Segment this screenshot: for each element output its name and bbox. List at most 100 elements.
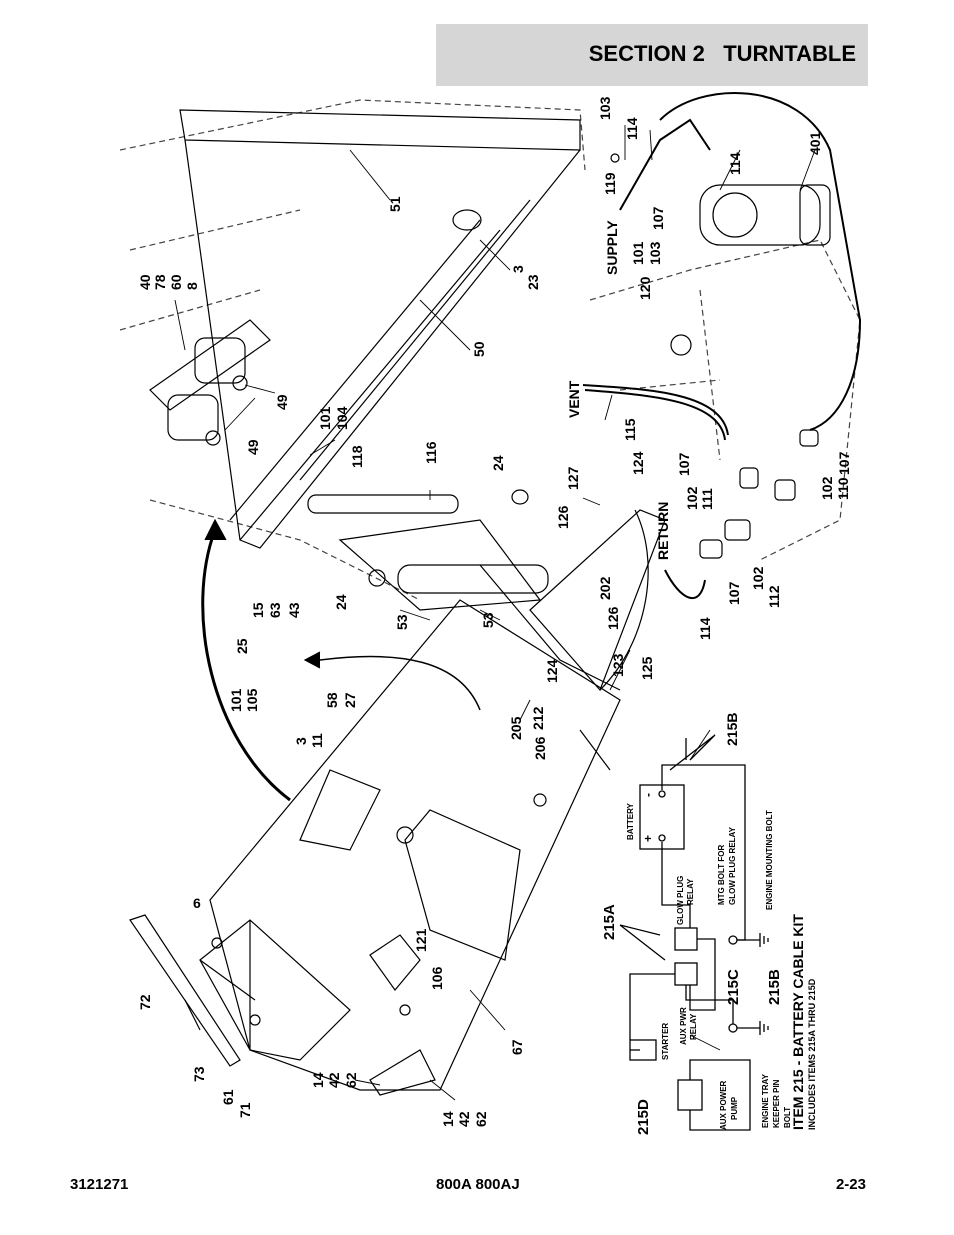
callout: 24: [333, 594, 349, 610]
callout: 27: [342, 692, 358, 708]
callout: 123: [610, 653, 626, 677]
callout: 127: [565, 466, 581, 490]
callout: 124: [630, 451, 646, 475]
callout: 23: [525, 274, 541, 290]
callout: 15: [250, 602, 266, 618]
callout: 106: [429, 966, 445, 990]
engine-tray-label: ENGINE TRAY: [761, 1073, 770, 1128]
footer-part-number: 3121271: [70, 1176, 129, 1193]
section-header: SECTION 2 TURNTABLE: [436, 24, 868, 86]
callout: 62: [473, 1111, 489, 1127]
callout: 58: [324, 692, 340, 708]
callout: 72: [137, 994, 153, 1010]
aux-power-pump-label: PUMP: [730, 1096, 739, 1120]
callout: 40: [137, 274, 153, 290]
engine-tray-label: BOLT: [783, 1107, 792, 1128]
part-callouts: 103 114 114 401 119 107 SUPPLY 101 103 1…: [137, 96, 852, 1135]
callout: 50: [471, 341, 487, 357]
callout: 215B: [724, 713, 740, 746]
callout: 103: [647, 241, 663, 265]
callout: VENT: [566, 380, 582, 418]
callout: 114: [624, 117, 640, 140]
callout: 107: [726, 581, 742, 605]
callout: 63: [267, 602, 283, 618]
callout: 206: [532, 736, 548, 760]
callout: 101: [317, 406, 333, 430]
callout: 105: [244, 688, 260, 712]
engine-tray-label: KEEPER PIN: [772, 1079, 781, 1128]
callout: RETURN: [655, 502, 671, 560]
aux-pwr-relay-label: RELAY: [689, 1013, 698, 1040]
callout: 102: [750, 566, 766, 590]
battery-kit-subtitle: INCLUDES ITEMS 215A THRU 215D: [807, 978, 817, 1130]
leader-lines: [174, 125, 816, 1101]
callout: 103: [597, 96, 613, 120]
callout: 62: [343, 1072, 359, 1088]
callout: 212: [530, 706, 546, 730]
callout: 78: [152, 274, 168, 290]
callout: 215A: [601, 904, 618, 940]
callout: 24: [490, 455, 506, 471]
callout: 14: [310, 1072, 326, 1088]
callout: 51: [387, 196, 403, 212]
callout: SUPPLY: [604, 220, 620, 275]
callout: 8: [184, 282, 200, 290]
callout: 101: [630, 241, 646, 265]
turntable-illustration: [119, 91, 862, 1096]
section-title: SECTION 2 TURNTABLE: [588, 41, 856, 66]
callout: 102: [819, 476, 835, 500]
callout: 126: [555, 505, 571, 529]
aux-pwr-relay-label: AUX PWR: [679, 1007, 688, 1045]
battery-plus: +: [641, 835, 655, 842]
callout: 14: [440, 1111, 456, 1127]
glow-plug-relay-label: GLOW PLUG: [676, 876, 685, 925]
callout: 49: [245, 439, 261, 455]
callout: 49: [274, 394, 290, 410]
callout: 114: [727, 152, 743, 175]
callout: 42: [326, 1072, 342, 1088]
callout: 121: [413, 928, 429, 952]
callout: 61: [220, 1089, 236, 1105]
callout: 112: [766, 585, 782, 608]
callout: 101: [228, 688, 244, 712]
battery-kit-title: ITEM 215 - BATTERY CABLE KIT: [790, 914, 806, 1130]
callout: 110: [835, 477, 851, 500]
callout: 111: [699, 488, 715, 510]
callout: 42: [456, 1111, 472, 1127]
callout: 11: [309, 733, 325, 748]
callout: 125: [639, 656, 655, 680]
glow-plug-relay-label: RELAY: [686, 878, 695, 905]
callout: 114: [697, 617, 713, 640]
callout: 60: [168, 274, 184, 290]
callout: 6: [193, 895, 201, 911]
footer-page-number: 2-23: [835, 1176, 866, 1193]
callout: 73: [191, 1066, 207, 1082]
engine-mounting-bolt-label: ENGINE MOUNTING BOLT: [765, 810, 774, 910]
callout: 116: [423, 441, 439, 464]
callout: 215C: [725, 969, 742, 1005]
callout: 71: [237, 1102, 253, 1118]
callout: 124: [544, 659, 560, 683]
callout: 107: [650, 206, 666, 230]
callout: 53: [480, 612, 496, 628]
callout: 115: [622, 418, 638, 441]
callout: 126: [605, 606, 621, 630]
battery-cable-kit-schematic: BATTERY + - GLOW PLUG RELAY MTG BOLT FOR…: [619, 734, 817, 1131]
callout: 3: [293, 737, 309, 745]
callout: 67: [509, 1039, 525, 1055]
callout: 43: [286, 602, 302, 618]
starter-label: STARTER: [661, 1023, 670, 1060]
callout: 202: [597, 576, 613, 600]
callout: 215D: [635, 1099, 652, 1135]
callout: 120: [637, 276, 653, 300]
callout: 25: [234, 638, 250, 654]
footer-model: 800A 800AJ: [436, 1176, 520, 1193]
aux-power-pump-label: AUX POWER: [719, 1080, 728, 1130]
callout: 118: [349, 445, 365, 468]
battery-label: BATTERY: [626, 802, 635, 840]
callout: 215B: [766, 969, 783, 1005]
callout: 102: [684, 486, 700, 510]
callout: 107: [836, 451, 852, 475]
mtg-bolt-label: GLOW PLUG RELAY: [728, 826, 737, 905]
